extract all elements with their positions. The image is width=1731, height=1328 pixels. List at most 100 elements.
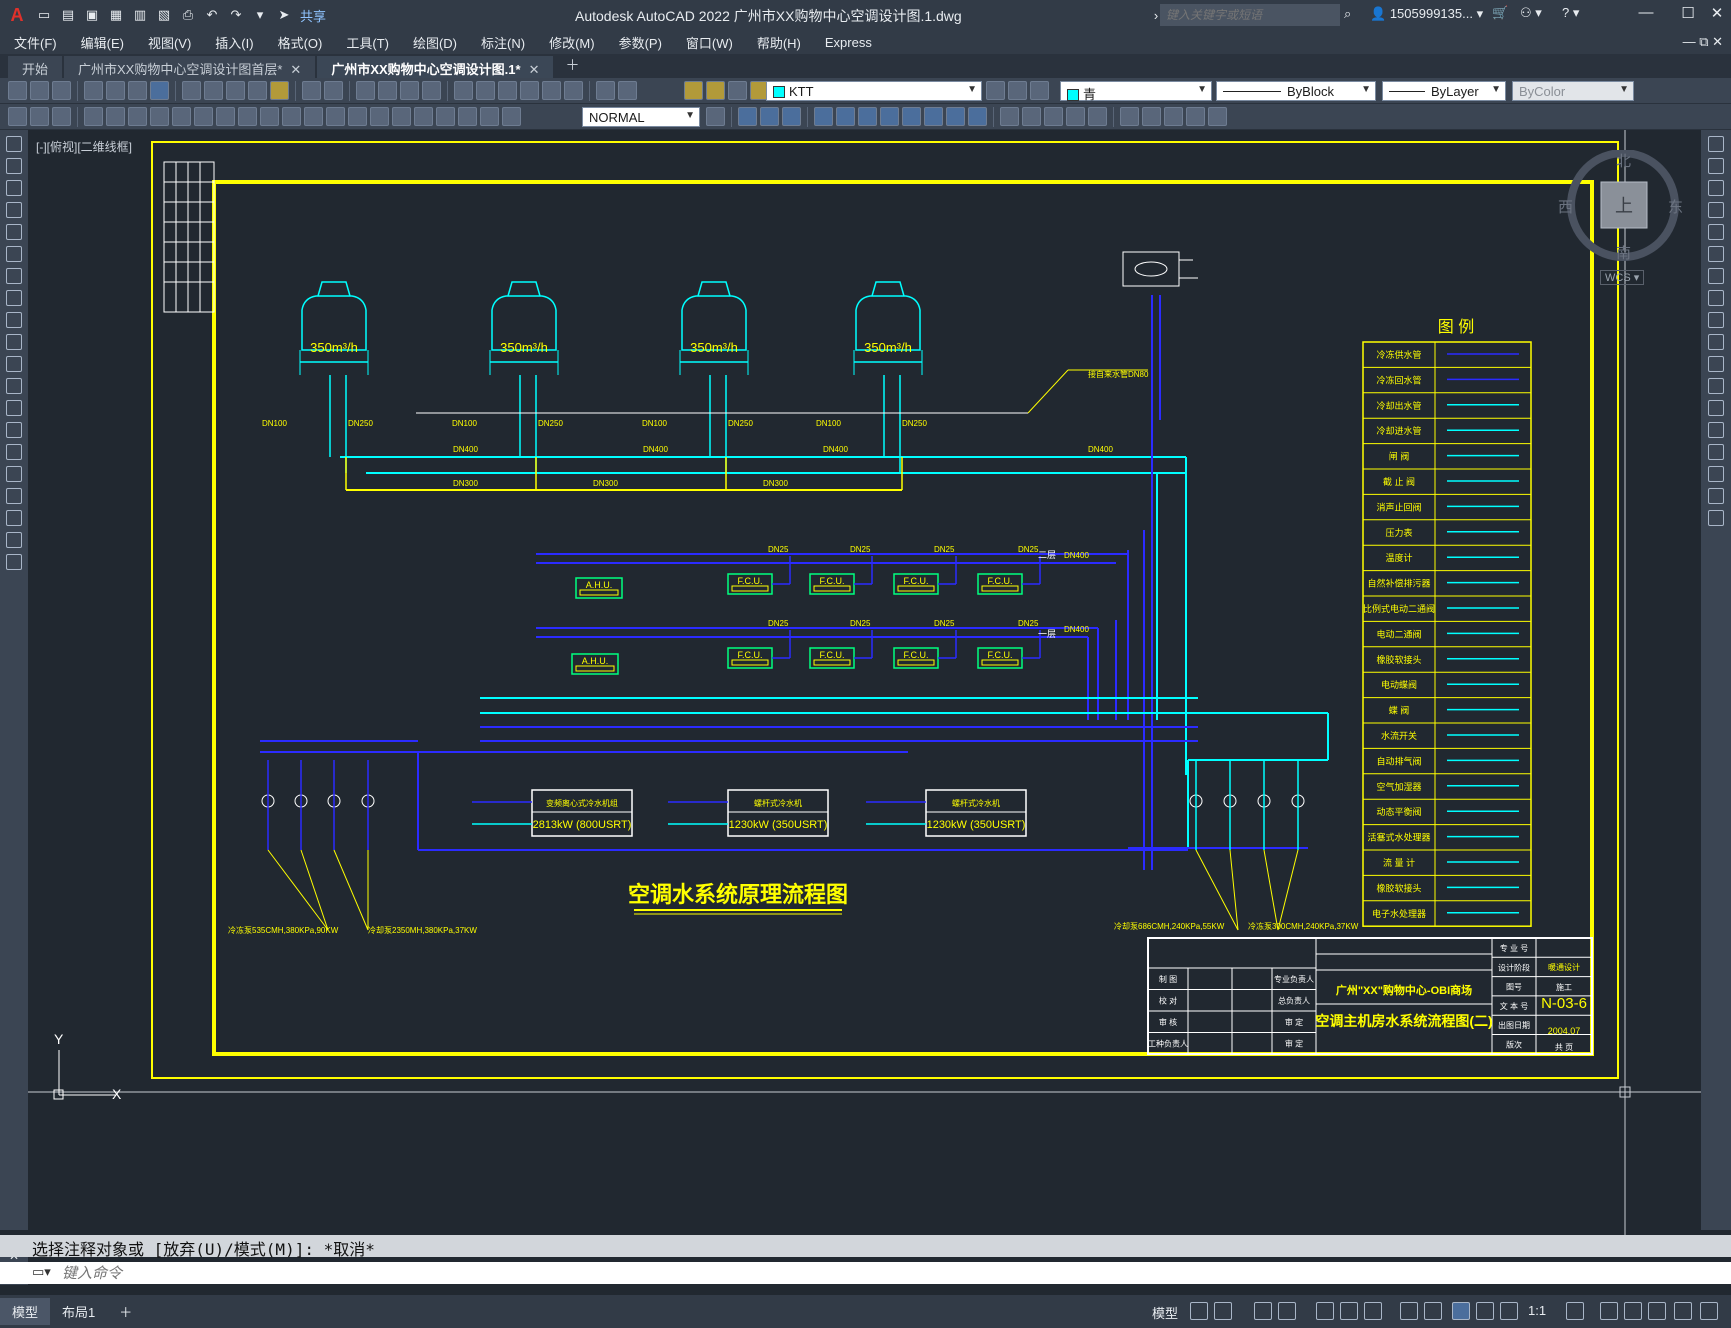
transparency-icon[interactable] bbox=[1424, 1302, 1442, 1320]
stretch-icon[interactable] bbox=[1708, 312, 1724, 328]
menu-modify[interactable]: 修改(M) bbox=[549, 35, 595, 51]
jogged-linear-icon[interactable] bbox=[436, 107, 455, 126]
aligned-dimension-icon[interactable] bbox=[106, 107, 125, 126]
modify-tool-icon[interactable] bbox=[814, 107, 833, 126]
polygon-icon[interactable] bbox=[6, 202, 22, 218]
modify-tool-icon[interactable] bbox=[1142, 107, 1161, 126]
gear-icon[interactable] bbox=[1566, 1302, 1584, 1320]
polyline-icon[interactable] bbox=[6, 180, 22, 196]
preview-icon[interactable] bbox=[106, 81, 125, 100]
modify-tool-icon[interactable] bbox=[1066, 107, 1085, 126]
zoom-window-icon[interactable] bbox=[400, 81, 419, 100]
rectangle-icon[interactable] bbox=[6, 224, 22, 240]
modify-tool-icon[interactable] bbox=[1186, 107, 1205, 126]
tolerance-icon[interactable] bbox=[370, 107, 389, 126]
layer-state-icon[interactable] bbox=[1030, 81, 1049, 100]
dim-text-edit-icon[interactable] bbox=[480, 107, 499, 126]
array-icon[interactable] bbox=[1708, 224, 1724, 240]
isodraft-icon[interactable] bbox=[1316, 1302, 1334, 1320]
tab-layout1[interactable]: 布局1 bbox=[62, 1305, 96, 1320]
save-icon[interactable]: ▣ bbox=[85, 7, 99, 22]
user-account[interactable]: 👤 1505999135... ▾ bbox=[1370, 6, 1484, 21]
mirror-icon[interactable] bbox=[1708, 180, 1724, 196]
sun-icon[interactable] bbox=[706, 81, 725, 100]
baseline-icon[interactable] bbox=[282, 107, 301, 126]
close-tab-icon[interactable]: ✕ bbox=[290, 62, 302, 77]
modify-tool-icon[interactable] bbox=[1088, 107, 1107, 126]
save-web-icon[interactable]: ▧ bbox=[157, 7, 171, 22]
brush-icon[interactable] bbox=[270, 81, 289, 100]
blend-curves-icon[interactable] bbox=[1708, 488, 1724, 504]
close-button[interactable]: ✕ bbox=[1710, 5, 1724, 22]
add-selected-icon[interactable] bbox=[6, 554, 22, 570]
save-as-icon[interactable]: ▦ bbox=[109, 7, 123, 22]
revision-cloud-icon[interactable] bbox=[6, 290, 22, 306]
tab-model[interactable]: 模型 bbox=[0, 1298, 51, 1325]
minimize-button[interactable]: — bbox=[1638, 4, 1654, 21]
modify-tool-icon[interactable] bbox=[1164, 107, 1183, 126]
undo-icon[interactable]: ↶ bbox=[206, 7, 218, 22]
table-icon[interactable] bbox=[6, 510, 22, 526]
cut-icon[interactable] bbox=[182, 81, 201, 100]
tab-start[interactable]: 开始 bbox=[8, 56, 63, 78]
help-icon[interactable] bbox=[596, 81, 615, 100]
wcs-menu[interactable]: WCS ▾ bbox=[1600, 270, 1645, 285]
grid-icon[interactable] bbox=[1190, 1302, 1208, 1320]
linear-dimension-icon[interactable] bbox=[84, 107, 103, 126]
publish-icon[interactable] bbox=[128, 81, 147, 100]
modify-tool-icon[interactable] bbox=[1120, 107, 1139, 126]
ellipse-arc-icon[interactable] bbox=[6, 356, 22, 372]
share-icon[interactable]: ➤ bbox=[278, 7, 290, 22]
autocad-logo-icon[interactable]: A bbox=[10, 4, 24, 25]
trim-icon[interactable] bbox=[1708, 334, 1724, 350]
modify-tool-icon[interactable] bbox=[1022, 107, 1041, 126]
snap-icon[interactable] bbox=[1214, 1302, 1232, 1320]
redo-icon[interactable] bbox=[324, 81, 343, 100]
chevron-right-icon[interactable]: › bbox=[1153, 7, 1159, 23]
layer-tool-icon[interactable] bbox=[738, 107, 757, 126]
plus-icon[interactable] bbox=[1600, 1302, 1618, 1320]
document-window-controls[interactable]: — ⧉ ✕ bbox=[1682, 34, 1723, 49]
menu-insert[interactable]: 插入(I) bbox=[215, 35, 254, 51]
properties-icon[interactable] bbox=[454, 81, 473, 100]
help-search-input[interactable] bbox=[1160, 4, 1340, 26]
layer-tool-icon[interactable] bbox=[782, 107, 801, 126]
menu-parametric[interactable]: 参数(P) bbox=[618, 35, 662, 51]
join-icon[interactable] bbox=[1708, 422, 1724, 438]
ordinate-icon[interactable] bbox=[150, 107, 169, 126]
design-center-icon[interactable] bbox=[476, 81, 495, 100]
hatch-icon[interactable] bbox=[6, 444, 22, 460]
center-mark-icon[interactable] bbox=[392, 107, 411, 126]
plot-icon[interactable]: ⎙ bbox=[182, 7, 194, 22]
modify-tool-icon[interactable] bbox=[946, 107, 965, 126]
open-icon[interactable] bbox=[30, 81, 49, 100]
layer-dropdown[interactable]: KTT▼ bbox=[766, 81, 982, 101]
undo-icon[interactable] bbox=[302, 81, 321, 100]
gradient-icon[interactable] bbox=[6, 466, 22, 482]
open-web-icon[interactable]: ▥ bbox=[133, 7, 147, 22]
search-icon[interactable]: ⌕ bbox=[1344, 6, 1352, 21]
fillet-icon[interactable] bbox=[1708, 466, 1724, 482]
continue-icon[interactable] bbox=[304, 107, 323, 126]
ortho-icon[interactable] bbox=[1254, 1302, 1272, 1320]
maximize-button[interactable]: ☐ bbox=[1681, 5, 1695, 22]
annotation-scale-icon[interactable] bbox=[1500, 1302, 1518, 1320]
customize-icon[interactable] bbox=[1700, 1302, 1718, 1320]
command-input[interactable] bbox=[62, 1263, 1662, 1283]
tool-palettes-icon[interactable] bbox=[498, 81, 517, 100]
annotation-scale[interactable]: 1:1 bbox=[1528, 1303, 1547, 1318]
move-icon[interactable] bbox=[1708, 246, 1724, 262]
erase-icon[interactable] bbox=[1708, 136, 1724, 152]
match-properties-icon[interactable] bbox=[248, 81, 267, 100]
construction-line-icon[interactable] bbox=[6, 158, 22, 174]
break-at-point-icon[interactable] bbox=[1708, 378, 1724, 394]
make-block-icon[interactable] bbox=[6, 400, 22, 416]
inspection-icon[interactable] bbox=[414, 107, 433, 126]
share-button[interactable]: 共享 bbox=[300, 8, 327, 24]
copy-icon[interactable] bbox=[204, 81, 223, 100]
layer-properties-icon[interactable] bbox=[618, 81, 637, 100]
menu-express[interactable]: Express bbox=[824, 34, 872, 50]
pan-icon[interactable] bbox=[356, 81, 375, 100]
auto-scale-icon[interactable] bbox=[1476, 1302, 1494, 1320]
